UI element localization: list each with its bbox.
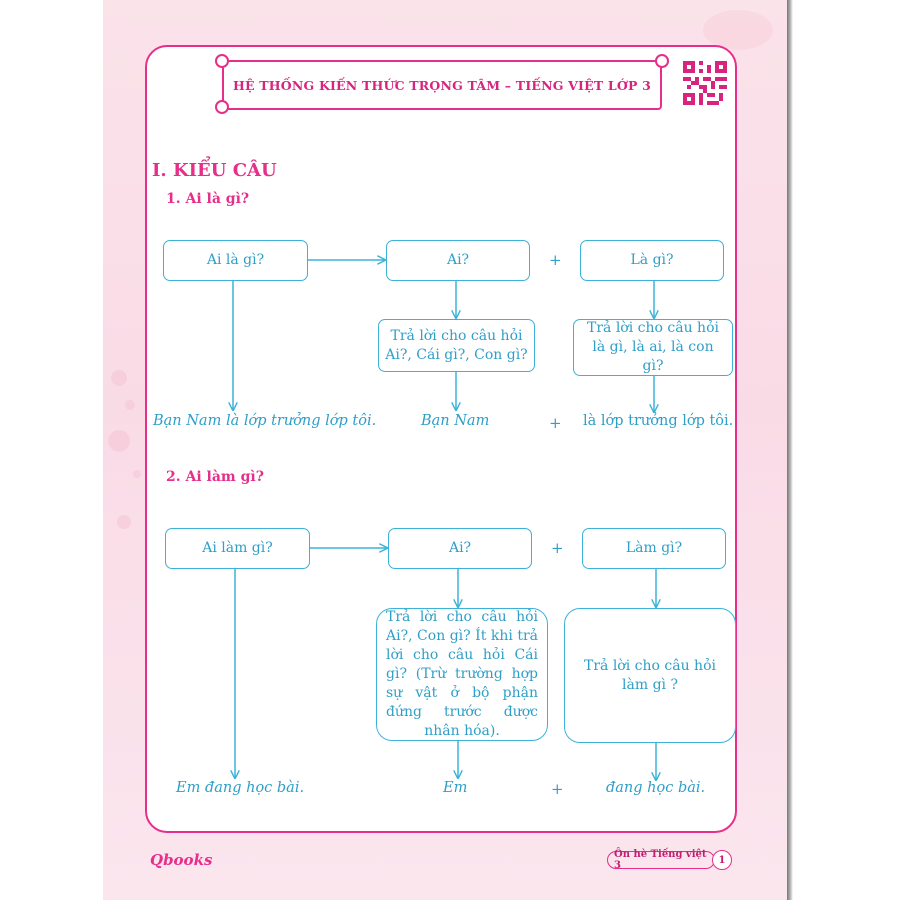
part1-plus: + (549, 251, 562, 269)
part1-example-subject: Bạn Nam (421, 413, 490, 429)
part2-example-plus: + (551, 780, 564, 798)
part2-lamgi-box: Làm gì? (582, 528, 726, 569)
part2-title: 2. Ai làm gì? (166, 469, 264, 485)
part1-example-sentence: Bạn Nam là lớp trưởng lớp tôi. (153, 413, 377, 429)
decorative-blot (133, 470, 141, 478)
part1-main-box: Ai là gì? (163, 240, 308, 281)
page-number: 1 (712, 850, 732, 870)
part2-ai-answer-box: Trả lời cho câu hỏi Ai?, Con gì? Ít khi … (376, 608, 548, 741)
header-title: HỆ THỐNG KIẾN THỨC TRỌNG TÂM – TIẾNG VIỆ… (233, 77, 651, 93)
decorative-blot (125, 400, 135, 410)
part1-lagi-answer-box: Trả lời cho câu hỏi là gì, là ai, là con… (573, 319, 733, 376)
footer-book-label-text: Ôn hè Tiếng việt 3 (614, 849, 707, 871)
part2-example-predicate: đang học bài. (606, 780, 706, 796)
part1-example-plus: + (549, 414, 562, 432)
part1-title: 1. Ai là gì? (166, 191, 250, 207)
banner-curl-icon (215, 100, 229, 114)
part1-example-predicate: là lớp trưởng lớp tôi. (583, 413, 734, 429)
decorative-blot (111, 370, 127, 386)
part2-main-box: Ai làm gì? (165, 528, 310, 569)
banner-curl-icon (655, 54, 669, 68)
section-title: I. KIỂU CÂU (152, 160, 277, 181)
part1-ai-answer-box: Trả lời cho câu hỏi Ai?, Cái gì?, Con gì… (378, 319, 535, 372)
decorative-blot (108, 430, 130, 452)
banner-curl-icon (215, 54, 229, 68)
page-edge-shadow (787, 0, 793, 900)
part2-example-subject: Em (443, 780, 468, 796)
header-banner: HỆ THỐNG KIẾN THỨC TRỌNG TÂM – TIẾNG VIỆ… (222, 60, 662, 110)
part1-ai-box: Ai? (386, 240, 530, 281)
qr-code-icon (683, 61, 727, 105)
part2-example-sentence: Em đang học bài. (176, 780, 305, 796)
decorative-blot (703, 10, 773, 50)
part2-lamgi-answer-box: Trả lời cho câu hỏi làm gì ? (564, 608, 736, 743)
decorative-blot (117, 515, 131, 529)
part1-lagi-box: Là gì? (580, 240, 724, 281)
part2-plus: + (551, 539, 564, 557)
footer-book-label: Ôn hè Tiếng việt 3 (607, 849, 715, 871)
part2-ai-box: Ai? (388, 528, 532, 569)
qbooks-logo: Qbooks (150, 851, 213, 869)
